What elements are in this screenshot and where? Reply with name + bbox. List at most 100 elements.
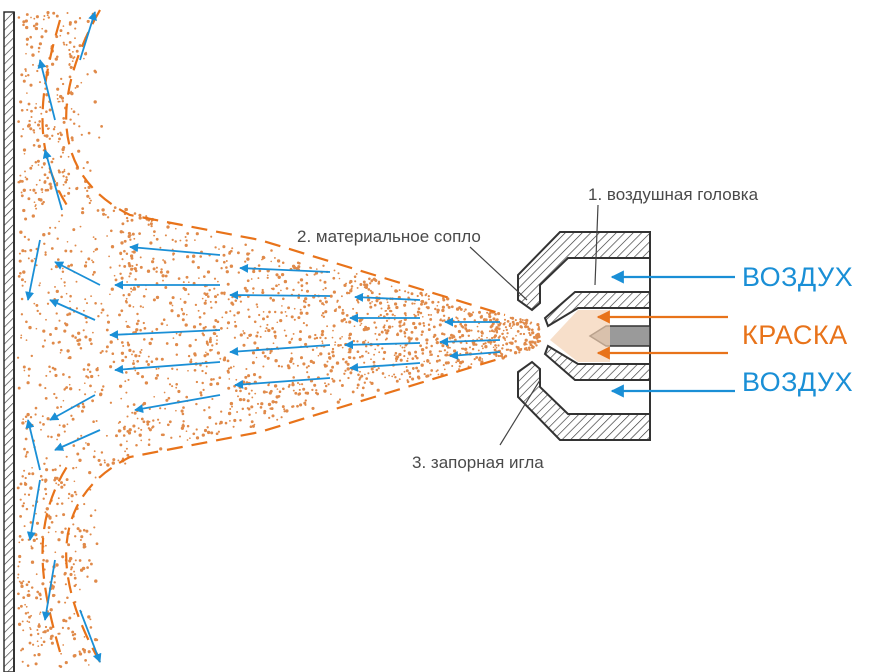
particle [314, 333, 317, 337]
particle [181, 412, 185, 416]
particle [46, 629, 50, 632]
air-flow-arrow [42, 149, 63, 211]
particle [305, 366, 308, 369]
particle [99, 351, 103, 355]
particle [36, 640, 39, 643]
particle [463, 317, 466, 321]
air-flow-arrows [25, 11, 501, 663]
particle [51, 468, 55, 472]
particle [24, 170, 26, 173]
particle [374, 326, 378, 329]
particle [44, 625, 48, 629]
particle [26, 664, 30, 667]
particle [62, 373, 65, 376]
particle [49, 185, 53, 189]
particle [127, 431, 132, 435]
particle [336, 301, 339, 303]
particle [529, 333, 531, 336]
particle [42, 200, 45, 204]
particle [530, 328, 533, 332]
particle [203, 312, 206, 315]
particle [42, 640, 46, 644]
particle [429, 373, 432, 376]
particle [430, 353, 433, 356]
particle [27, 367, 31, 371]
particle [184, 323, 188, 327]
particle [41, 191, 44, 194]
particle [131, 353, 133, 356]
particle [105, 328, 109, 332]
particle [171, 304, 174, 307]
particle [97, 374, 100, 377]
particle [442, 364, 445, 367]
particle [203, 301, 207, 305]
particle [403, 331, 407, 335]
particle [182, 312, 186, 316]
particle [88, 470, 92, 475]
particle [61, 82, 65, 86]
particle [59, 155, 63, 158]
particle [416, 310, 420, 314]
air-flow-arrow [54, 261, 101, 286]
particle [381, 372, 385, 375]
particle [324, 336, 327, 340]
particle [41, 415, 44, 418]
particle [171, 385, 174, 388]
particle [84, 393, 87, 396]
particle [134, 354, 138, 358]
particle [30, 259, 34, 263]
particle [83, 651, 86, 654]
particle [305, 281, 309, 285]
particle [374, 348, 377, 351]
particle [250, 278, 253, 280]
particle [435, 359, 439, 363]
particle [155, 266, 158, 269]
particle [210, 306, 213, 309]
particle [47, 16, 50, 19]
particle [25, 583, 29, 587]
particle [401, 346, 404, 349]
particle [68, 63, 71, 65]
particle [43, 462, 46, 466]
particle [35, 103, 37, 105]
particle [71, 500, 73, 503]
particle [22, 629, 25, 632]
particle [309, 359, 313, 363]
particle [257, 264, 261, 267]
particle [475, 356, 479, 359]
particle [276, 321, 279, 324]
particle [30, 546, 34, 550]
particle [71, 60, 74, 62]
particle [461, 347, 465, 350]
particle [167, 396, 171, 400]
particle [51, 134, 54, 137]
particle [283, 410, 286, 413]
particle [16, 356, 20, 359]
particle [522, 332, 526, 336]
particle [40, 428, 42, 431]
particle [43, 339, 47, 342]
particle [343, 283, 347, 287]
particle [263, 409, 267, 413]
particle [126, 415, 129, 418]
particle [251, 351, 256, 355]
particle [94, 391, 96, 393]
particle [59, 133, 63, 137]
particle [285, 287, 289, 290]
particle [125, 371, 128, 374]
particle [488, 312, 491, 316]
particle [65, 292, 68, 295]
particle [162, 318, 166, 322]
particle [36, 123, 41, 127]
particle [89, 626, 93, 629]
particle [265, 391, 268, 394]
particle [411, 367, 415, 370]
particle [84, 335, 88, 339]
particle [89, 514, 93, 517]
particle [31, 466, 33, 469]
particle [130, 234, 132, 237]
particle [525, 343, 528, 346]
particle [23, 525, 26, 528]
particle [27, 238, 30, 241]
particle [451, 334, 455, 338]
